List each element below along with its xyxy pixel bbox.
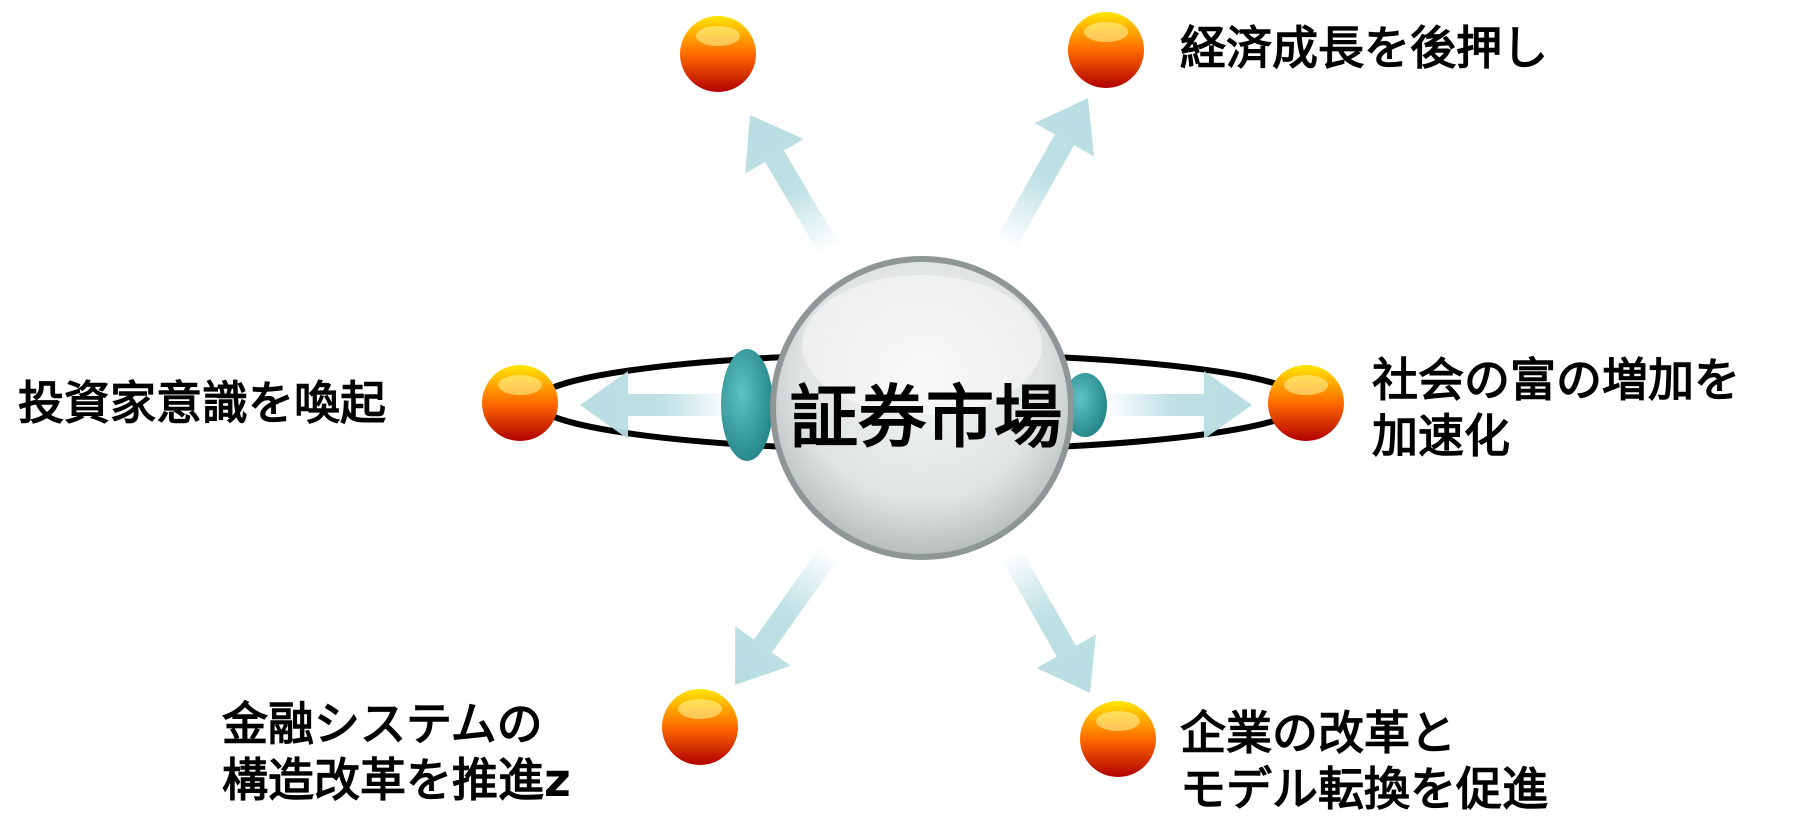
- node-ball-highlight: [1284, 375, 1328, 395]
- arrow-bottom-left: [735, 545, 839, 685]
- right-teal-lens: [1063, 373, 1107, 437]
- arrow-top-right: [995, 97, 1095, 251]
- center-label: 証券市場: [789, 379, 1062, 458]
- node-label-top-right: 経済成長を後押し: [1180, 20, 1548, 76]
- node-label-line: 経済成長を後押し: [1180, 21, 1548, 75]
- arrow-top-left: [745, 114, 840, 256]
- node-label-bottom-left: 金融システムの 構造改革を推進z: [222, 696, 571, 808]
- node-ball-highlight: [1084, 22, 1128, 42]
- node-label-right: 社会の富の増加を 加速化: [1372, 352, 1740, 464]
- node-ball-highlight: [498, 375, 542, 395]
- center-sphere-highlight: [802, 275, 1042, 415]
- node-label-line: 企業の改革と: [1180, 706, 1456, 760]
- node-label-line: 構造改革を推進z: [222, 753, 571, 807]
- node-ball-highlight: [1096, 711, 1140, 731]
- node-label-line: モデル転換を促進: [1180, 762, 1548, 816]
- node-label-line: 加速化: [1372, 409, 1510, 463]
- node-label-bottom-right: 企業の改革と モデル転換を促進: [1180, 705, 1548, 817]
- node-label-line: 投資家意識を喚起: [18, 376, 386, 430]
- node-label-line: 社会の富の増加を: [1372, 353, 1740, 407]
- arrow-bottom-right: [1000, 546, 1096, 693]
- node-label-line: 金融システムの: [222, 697, 543, 751]
- node-ball-highlight: [678, 699, 722, 719]
- node-ball-highlight: [696, 26, 740, 46]
- arrow-left: [580, 371, 730, 439]
- arrow-right: [1105, 371, 1252, 439]
- left-teal-lens: [721, 349, 773, 461]
- node-label-left: 投資家意識を喚起: [18, 375, 386, 431]
- center-sphere: [776, 262, 1068, 554]
